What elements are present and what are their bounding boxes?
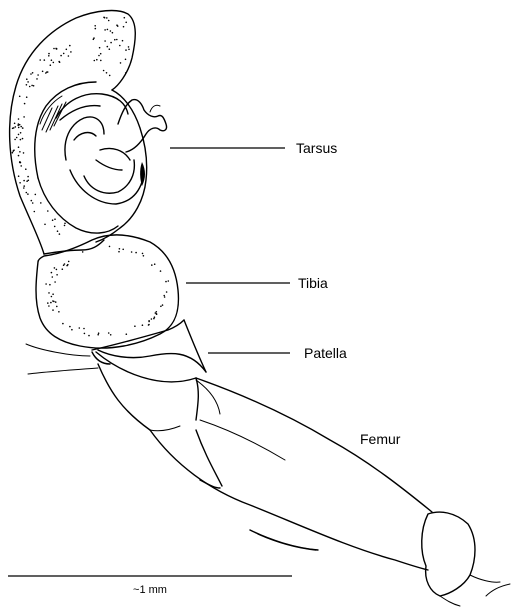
femur-label: Femur	[360, 431, 401, 447]
tarsus-segment	[10, 11, 167, 254]
scale-bar-label: ~1 mm	[133, 584, 167, 596]
patella-label: Patella	[304, 345, 347, 361]
basal-segment	[422, 512, 510, 606]
stipple-texture	[12, 17, 170, 337]
femur-segment	[26, 344, 432, 570]
tarsus-label: Tarsus	[296, 140, 337, 156]
tibia-label: Tibia	[298, 275, 328, 291]
